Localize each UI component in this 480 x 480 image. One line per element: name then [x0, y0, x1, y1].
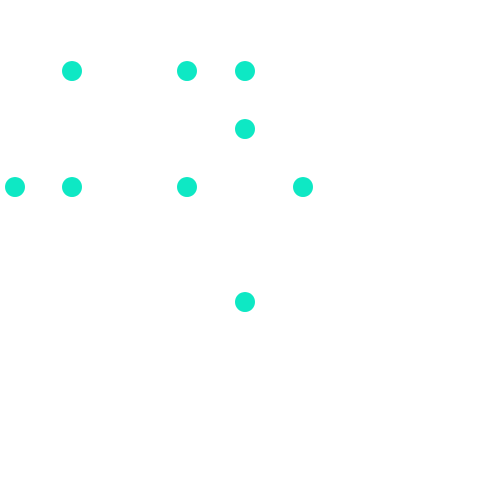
game-dot[interactable] [62, 61, 83, 82]
game-dot[interactable] [292, 176, 313, 197]
game-dot[interactable] [234, 61, 255, 82]
game-dot[interactable] [234, 291, 255, 312]
game-dot[interactable] [4, 176, 25, 197]
game-dot[interactable] [62, 176, 83, 197]
game-dot[interactable] [234, 119, 255, 139]
game-dot[interactable] [177, 61, 198, 82]
game-dot[interactable] [177, 176, 198, 197]
